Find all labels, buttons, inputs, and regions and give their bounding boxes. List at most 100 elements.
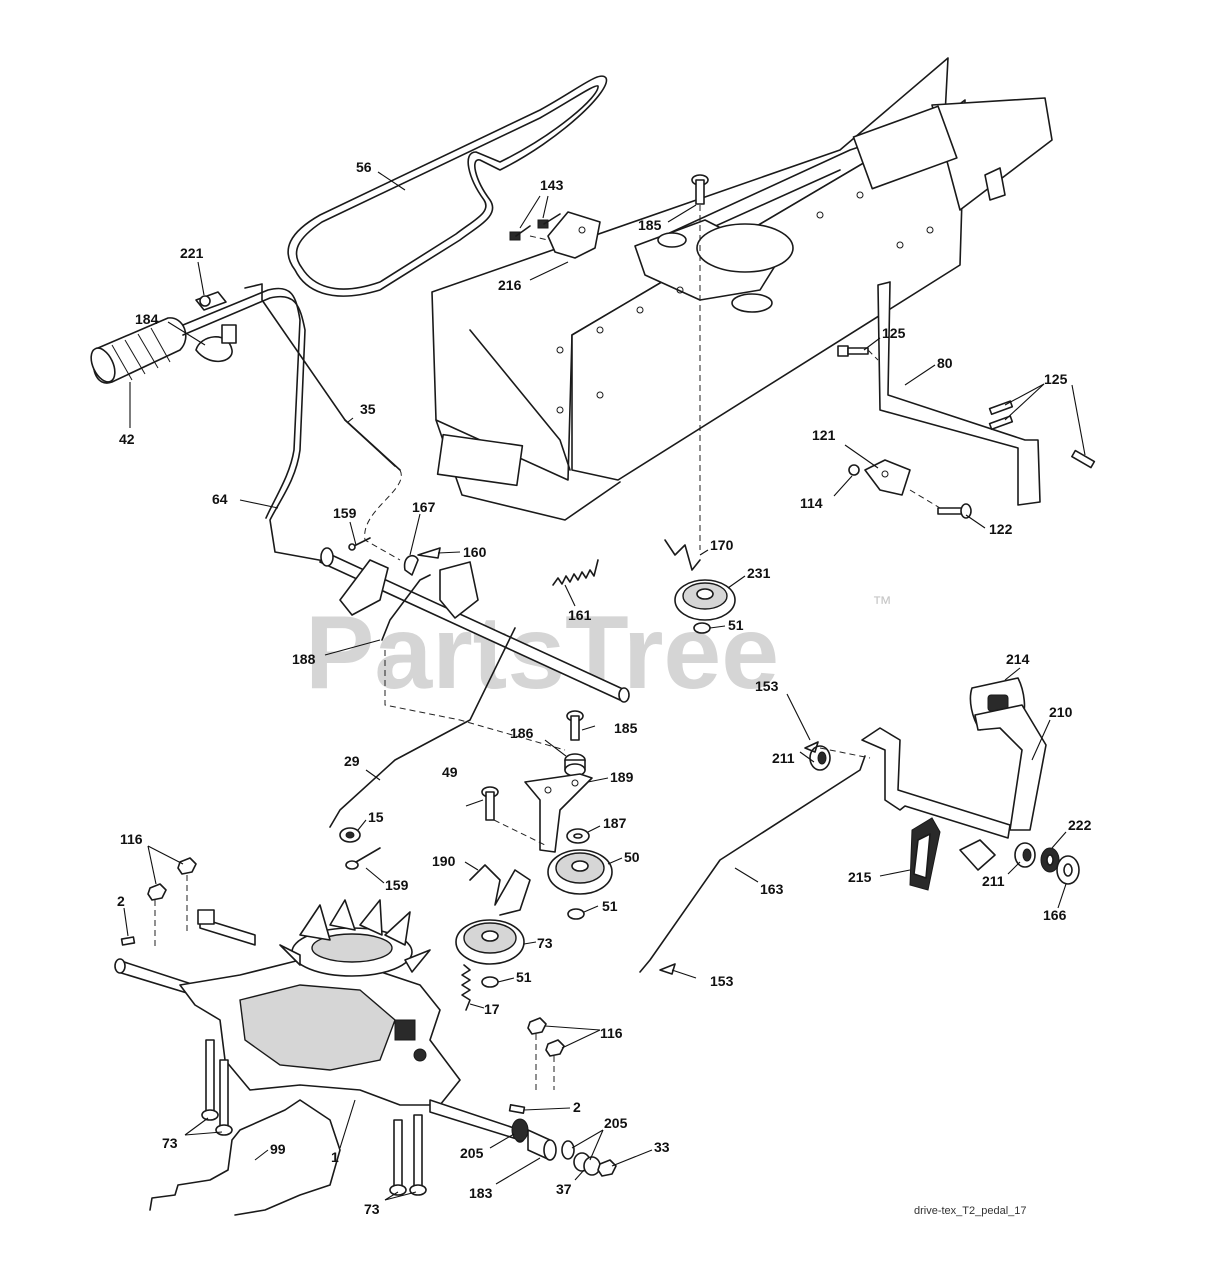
label-80: 80 <box>937 355 953 371</box>
rod-29 <box>329 627 566 828</box>
label-159-top: 159 <box>333 505 357 521</box>
label-51-a: 51 <box>728 617 744 633</box>
washer-222 <box>1040 847 1060 873</box>
label-2-right: 2 <box>573 1099 581 1115</box>
label-121: 121 <box>812 427 836 443</box>
pedal-shaft <box>861 727 1011 871</box>
spacer-183 <box>527 1129 557 1161</box>
label-2-left: 2 <box>117 893 125 909</box>
label-210: 210 <box>1049 704 1073 720</box>
pedal-arm-210 <box>974 704 1047 831</box>
label-125-a: 125 <box>882 325 906 341</box>
label-215: 215 <box>848 869 872 885</box>
label-143: 143 <box>540 177 564 193</box>
washer-205-right <box>561 1140 575 1160</box>
nut-114 <box>848 464 860 476</box>
cover-215 <box>909 817 941 891</box>
bolt-185-mid <box>566 710 584 741</box>
lever-64 <box>182 287 331 563</box>
spring-161 <box>552 559 599 586</box>
nut-51-c <box>481 976 499 988</box>
label-64: 64 <box>212 491 228 507</box>
label-189: 189 <box>610 769 634 785</box>
label-125-b: 125 <box>1044 371 1068 387</box>
label-group: 56 143 185 216 221 184 42 35 64 159 167 … <box>117 159 1092 1217</box>
label-49: 49 <box>442 764 458 780</box>
nut-51-a <box>693 622 711 634</box>
key-2-right <box>508 1104 526 1114</box>
label-183: 183 <box>469 1185 493 1201</box>
label-37: 37 <box>556 1181 572 1197</box>
belt-56 <box>287 75 608 297</box>
spring-17 <box>461 964 471 1011</box>
pin-160 <box>417 547 441 559</box>
label-51-c: 51 <box>516 969 532 985</box>
label-205-right: 205 <box>604 1115 628 1131</box>
label-33: 33 <box>654 1139 670 1155</box>
label-222: 222 <box>1068 817 1092 833</box>
rod-99 <box>149 1099 341 1216</box>
bolt-122 <box>909 489 972 519</box>
bushing-211-b <box>1014 842 1036 868</box>
clip-153-bottom <box>659 963 676 975</box>
label-51-b: 51 <box>602 898 618 914</box>
label-122: 122 <box>989 521 1013 537</box>
bolt-185-top <box>691 174 709 205</box>
cap-184 <box>195 324 237 363</box>
label-190: 190 <box>432 853 456 869</box>
label-211-b: 211 <box>982 873 1005 889</box>
label-231: 231 <box>747 565 771 581</box>
shield-80 <box>867 281 1041 506</box>
grip-42 <box>90 317 187 384</box>
label-114: 114 <box>800 495 823 511</box>
washer-15 <box>339 827 361 843</box>
label-205-left: 205 <box>460 1145 484 1161</box>
nuts-116-left <box>147 857 197 950</box>
spring-170 <box>664 539 701 571</box>
label-29: 29 <box>344 753 360 769</box>
trademark: ™ <box>872 593 892 615</box>
label-221: 221 <box>180 245 204 261</box>
label-163: 163 <box>760 881 784 897</box>
frame-chassis <box>431 57 1053 550</box>
label-73-left: 73 <box>162 1135 178 1151</box>
bolts-73-left <box>201 1039 233 1136</box>
bolts-143 <box>509 213 561 241</box>
bushing-211-a <box>809 745 831 771</box>
bracket-121 <box>864 459 911 496</box>
bolt-125-a <box>837 345 869 357</box>
rod-163 <box>639 755 866 973</box>
pin-159-bottom <box>345 847 381 870</box>
washer-187 <box>566 828 590 844</box>
label-160: 160 <box>463 544 487 560</box>
transaxle-1 <box>114 899 526 1143</box>
bolt-49 <box>481 786 546 846</box>
label-1: 1 <box>331 1149 339 1165</box>
clip-153-top <box>804 741 871 759</box>
label-50: 50 <box>624 849 640 865</box>
bolts-73-right <box>389 1114 427 1196</box>
nuts-116-right <box>527 1017 565 1090</box>
label-188: 188 <box>292 651 316 667</box>
label-214: 214 <box>1006 651 1030 667</box>
label-184: 184 <box>135 311 159 327</box>
label-35: 35 <box>360 401 376 417</box>
label-216: 216 <box>498 277 522 293</box>
label-116-right: 116 <box>600 1025 623 1041</box>
label-116-left: 116 <box>120 831 143 847</box>
rod-35 <box>244 283 402 561</box>
plate-189 <box>524 773 593 853</box>
key-2-left <box>120 936 136 946</box>
label-187: 187 <box>603 815 627 831</box>
pin-159-top <box>348 537 371 551</box>
nut-51-b <box>567 908 585 920</box>
label-52: 73 <box>537 935 553 951</box>
washer-37 <box>573 1152 601 1176</box>
label-166: 166 <box>1043 907 1067 923</box>
label-153-bottom: 153 <box>710 973 734 989</box>
pulley-50 <box>547 849 613 895</box>
clip-167 <box>403 554 419 576</box>
label-211-a: 211 <box>772 750 795 766</box>
label-185-mid: 185 <box>614 720 638 736</box>
diagram-code: drive-tex_T2_pedal_17 <box>914 1205 1027 1217</box>
